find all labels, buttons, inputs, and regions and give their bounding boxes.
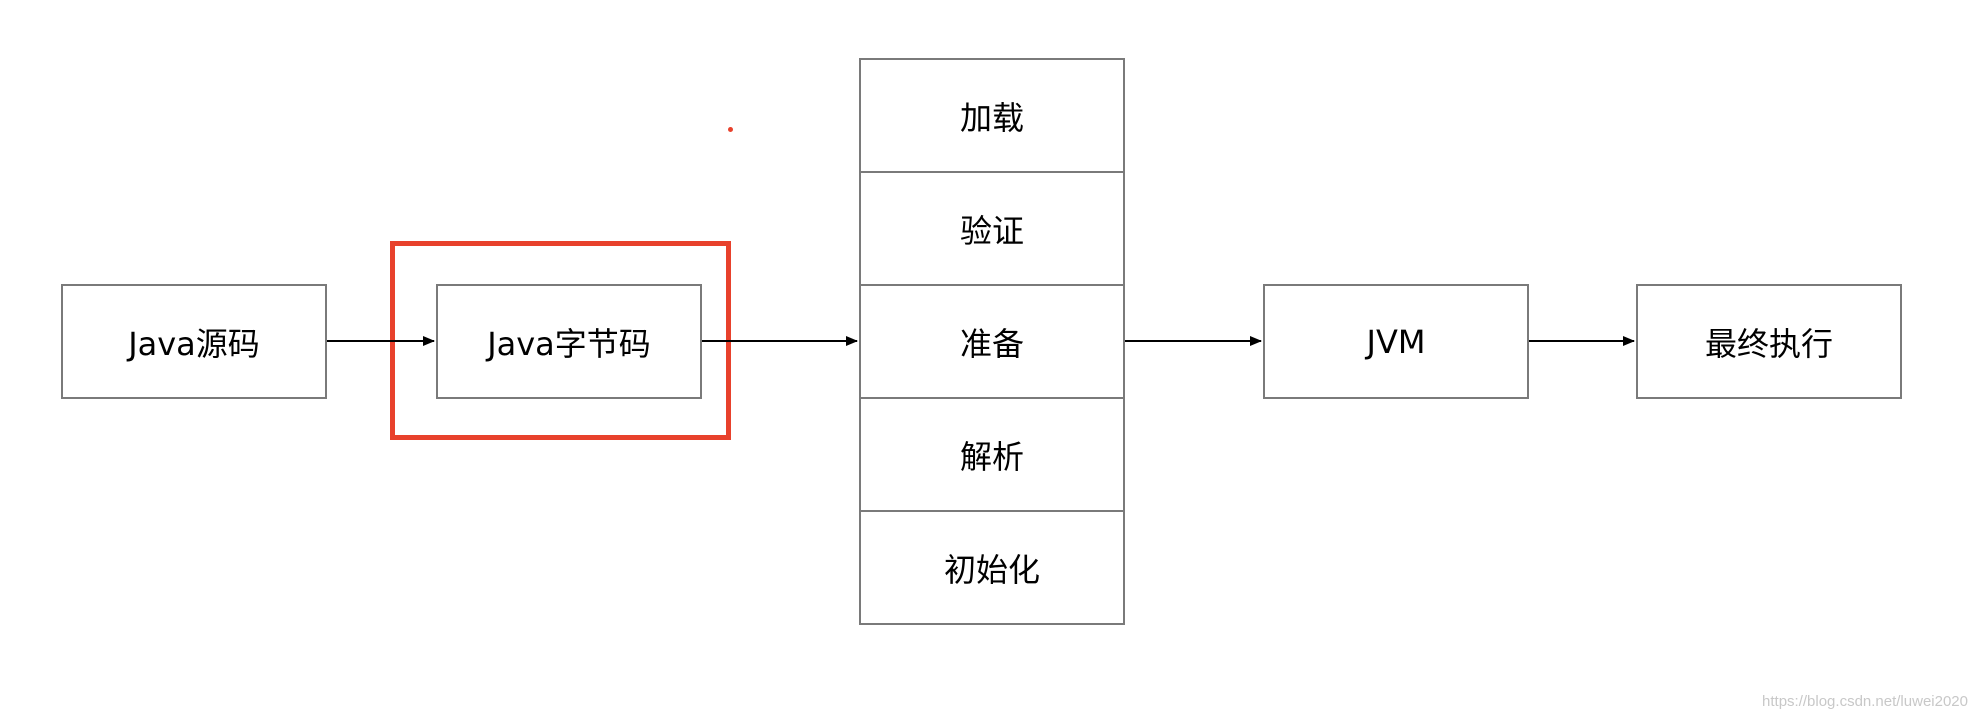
stage-initialize-label: 初始化 <box>943 550 1040 589</box>
node-final-execution: 最终执行 <box>1636 284 1902 399</box>
node-jvm-label: JVM <box>1366 322 1426 361</box>
node-final-execution-label: 最终执行 <box>1704 324 1833 363</box>
stage-load-label: 加载 <box>959 98 1024 137</box>
stage-load: 加载 <box>859 58 1125 173</box>
stage-verify: 验证 <box>859 171 1125 286</box>
stage-prepare: 准备 <box>859 284 1125 399</box>
node-jvm: JVM <box>1263 284 1529 399</box>
stage-resolve-label: 解析 <box>959 437 1024 476</box>
node-java-bytecode-label: Java字节码 <box>487 324 651 363</box>
node-java-bytecode: Java字节码 <box>436 284 702 399</box>
watermark-text: https://blog.csdn.net/luwei2020 <box>1762 693 1968 710</box>
red-dot-mark <box>728 127 733 132</box>
stage-resolve: 解析 <box>859 397 1125 512</box>
stage-initialize: 初始化 <box>859 510 1125 625</box>
stage-verify-label: 验证 <box>959 211 1024 250</box>
node-java-source-label: Java源码 <box>128 324 260 363</box>
node-java-source: Java源码 <box>61 284 327 399</box>
stage-prepare-label: 准备 <box>959 324 1024 363</box>
